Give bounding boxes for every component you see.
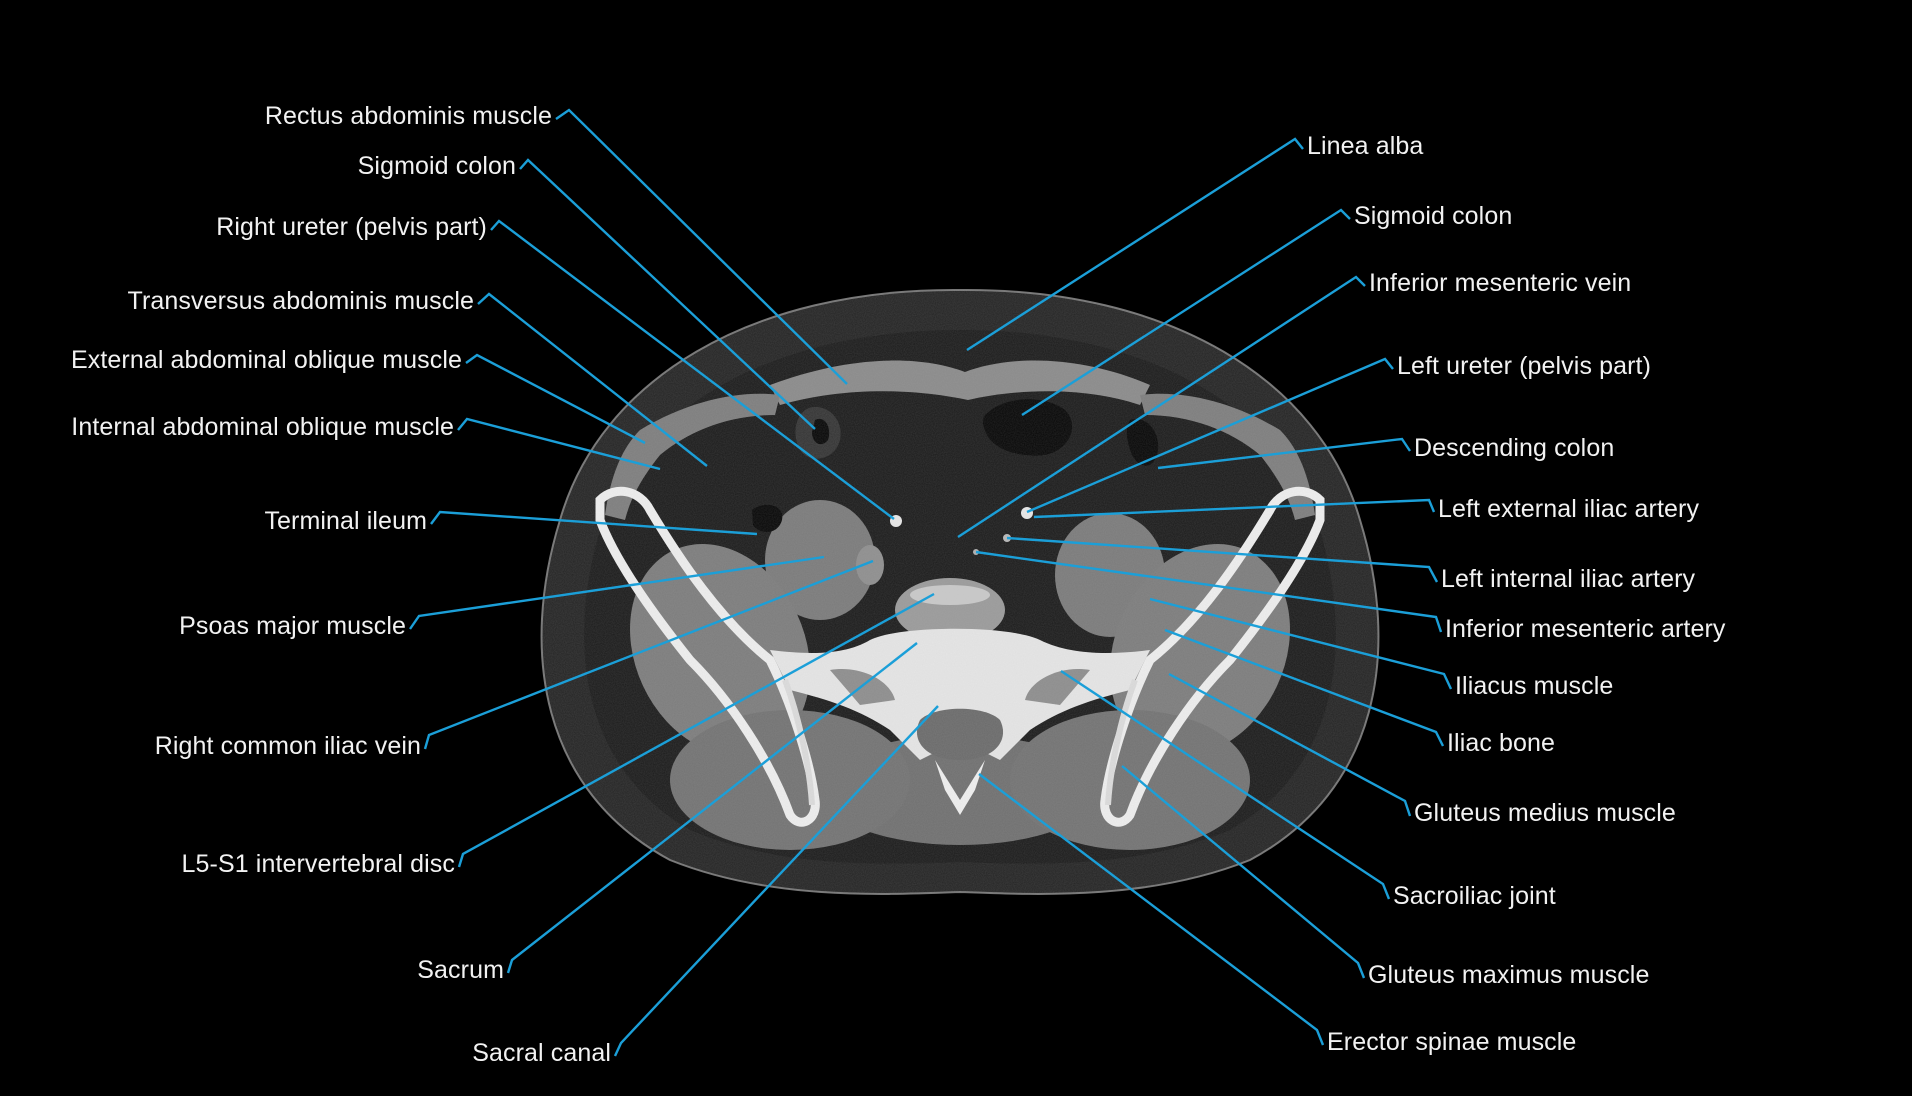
leader-line-erector-spinae bbox=[978, 773, 1325, 1046]
label-l5-s1-disc: L5-S1 intervertebral disc bbox=[181, 850, 455, 878]
label-left-internal-iliac-artery: Left internal iliac artery bbox=[1441, 565, 1696, 593]
label-right-common-iliac-vein: Right common iliac vein bbox=[154, 732, 421, 760]
leader-line-left-internal-iliac-artery bbox=[1006, 536, 1439, 583]
label-linea-alba: Linea alba bbox=[1307, 132, 1424, 160]
label-gluteus-medius: Gluteus medius muscle bbox=[1414, 799, 1676, 827]
label-psoas-major: Psoas major muscle bbox=[179, 612, 406, 640]
label-rectus-abdominis: Rectus abdominis muscle bbox=[264, 102, 552, 130]
label-inferior-mesenteric-vein: Inferior mesenteric vein bbox=[1369, 269, 1632, 297]
leader-line-transversus-abdominis bbox=[477, 292, 708, 467]
label-left-external-iliac-artery: Left external iliac artery bbox=[1438, 495, 1700, 523]
label-iliacus: Iliacus muscle bbox=[1455, 672, 1614, 700]
leader-line-sacroiliac-joint bbox=[1060, 669, 1391, 900]
leader-line-inferior-mesenteric-artery bbox=[975, 550, 1443, 633]
leader-line-sigmoid-colon-l bbox=[1021, 208, 1351, 417]
leader-line-internal-oblique bbox=[457, 417, 661, 471]
leader-line-right-ureter bbox=[490, 219, 895, 520]
leader-line-right-common-iliac-vein bbox=[423, 559, 874, 750]
leader-line-inferior-mesenteric-vein bbox=[957, 275, 1366, 539]
label-sacroiliac-joint: Sacroiliac joint bbox=[1393, 882, 1556, 910]
label-internal-oblique: Internal abdominal oblique muscle bbox=[71, 413, 454, 441]
label-erector-spinae: Erector spinae muscle bbox=[1327, 1028, 1577, 1056]
leader-line-psoas-major bbox=[409, 555, 825, 630]
leader-line-gluteus-medius bbox=[1168, 672, 1412, 817]
leader-line-descending-colon bbox=[1157, 437, 1411, 470]
label-transversus-abdominis: Transversus abdominis muscle bbox=[127, 287, 474, 315]
leader-line-sigmoid-colon-r bbox=[519, 158, 816, 430]
leader-line-terminal-ileum bbox=[430, 510, 758, 536]
leader-line-linea-alba bbox=[966, 137, 1304, 352]
leader-line-left-external-iliac-artery bbox=[1033, 498, 1436, 519]
leader-line-iliacus bbox=[1149, 597, 1453, 690]
label-iliac-bone: Iliac bone bbox=[1447, 729, 1556, 757]
label-descending-colon: Descending colon bbox=[1414, 434, 1615, 462]
label-inferior-mesenteric-artery: Inferior mesenteric artery bbox=[1445, 615, 1726, 643]
leader-line-gluteus-maximus bbox=[1121, 765, 1366, 979]
leader-line-sacral-canal bbox=[613, 705, 939, 1057]
label-right-ureter: Right ureter (pelvis part) bbox=[216, 213, 487, 241]
label-sacral-canal: Sacral canal bbox=[472, 1039, 611, 1067]
label-sigmoid-colon-l: Sigmoid colon bbox=[1354, 202, 1513, 230]
leader-line-left-ureter bbox=[1026, 357, 1394, 514]
leader-line-l5-s1-disc bbox=[457, 592, 935, 868]
leader-line-sacrum bbox=[506, 642, 918, 974]
label-sacrum: Sacrum bbox=[417, 956, 504, 984]
label-sigmoid-colon-r: Sigmoid colon bbox=[357, 152, 516, 180]
leader-line-rectus-abdominis bbox=[555, 108, 848, 385]
label-gluteus-maximus: Gluteus maximus muscle bbox=[1368, 961, 1650, 989]
leader-line-external-oblique bbox=[465, 353, 646, 445]
leader-line-iliac-bone bbox=[1164, 628, 1445, 747]
label-terminal-ileum: Terminal ileum bbox=[264, 507, 427, 535]
label-left-ureter: Left ureter (pelvis part) bbox=[1397, 352, 1651, 380]
label-external-oblique: External abdominal oblique muscle bbox=[70, 346, 462, 374]
